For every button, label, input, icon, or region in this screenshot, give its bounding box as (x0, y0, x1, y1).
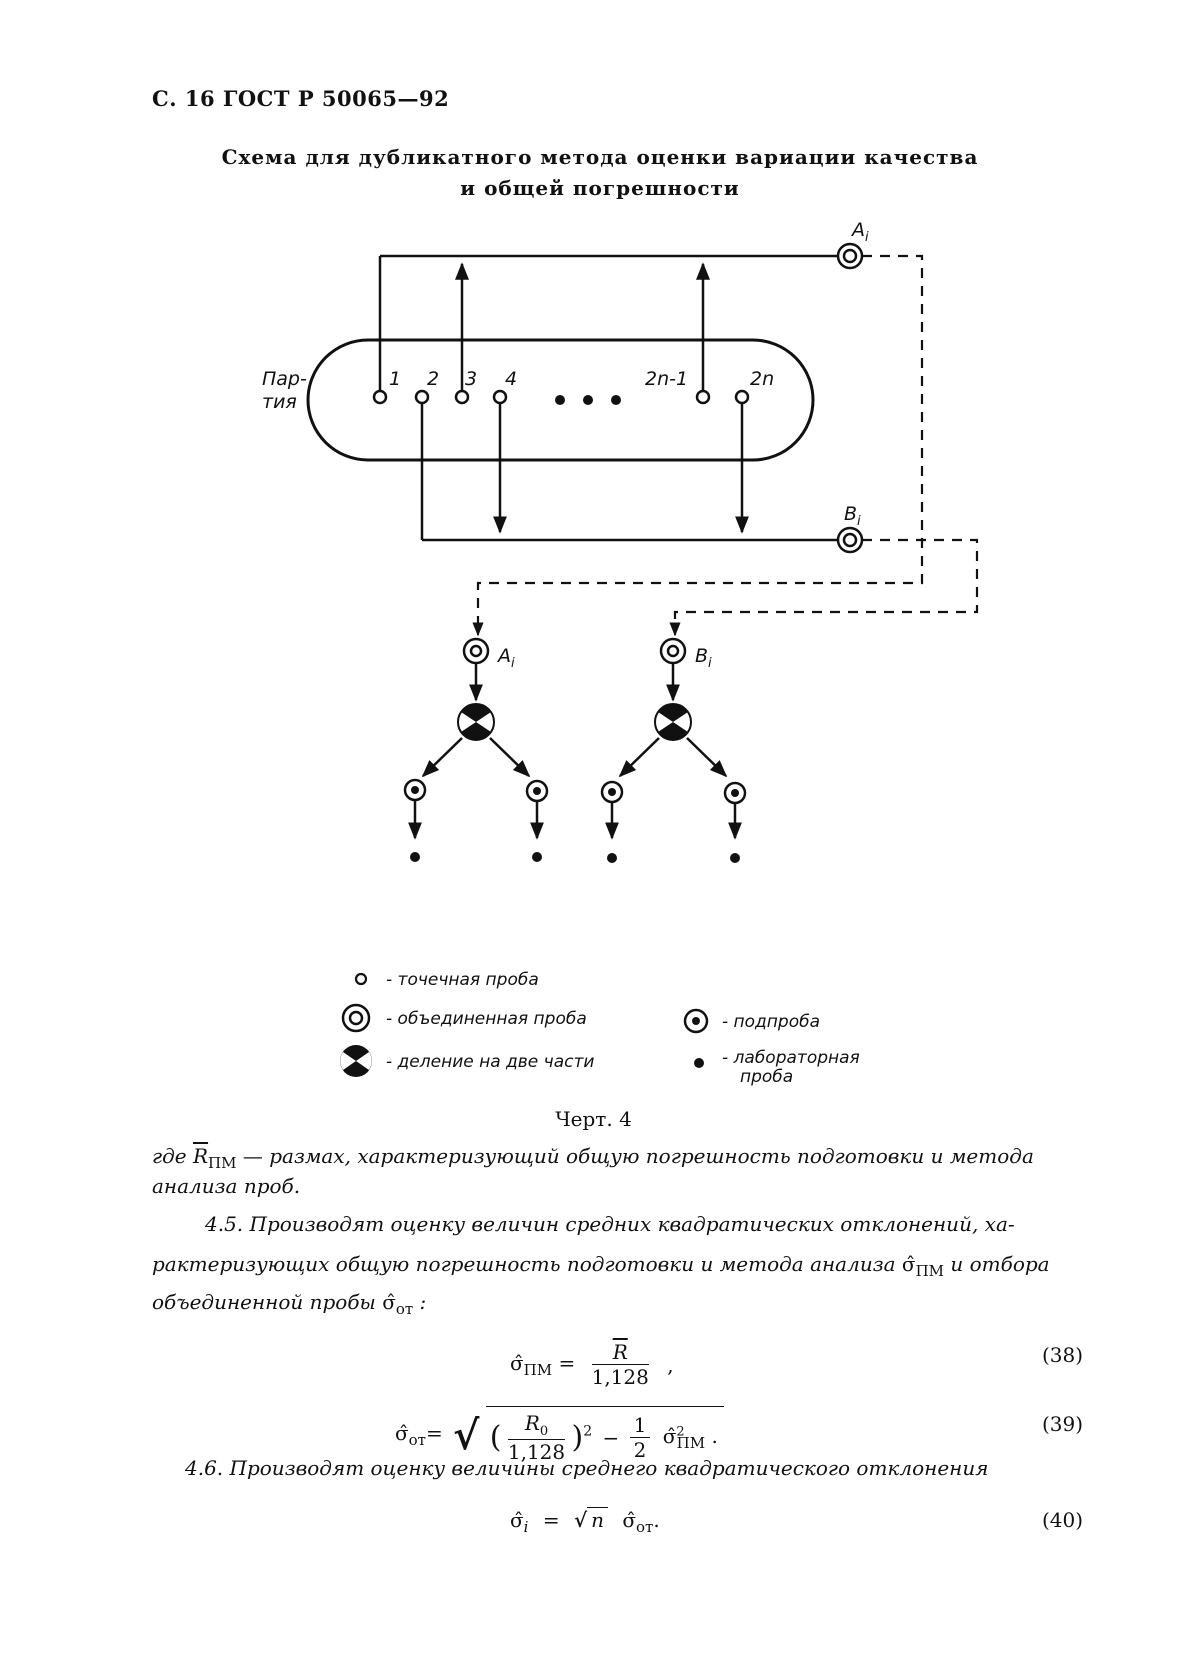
legend-lab-icon (694, 1058, 704, 1068)
figure-title-line-2: и общей погрешности (460, 176, 740, 200)
dashed-route-a (476, 254, 924, 633)
lot-outline (306, 338, 815, 462)
label-2n: 2n (750, 368, 774, 390)
legend: - точечная проба - объединенная проба - … (340, 970, 860, 1087)
composite-b-label: Bi (844, 503, 861, 529)
branch-b-composite-icon (659, 637, 687, 665)
lab-sample-b1-icon (607, 853, 617, 863)
equation-40-number: (40) (1042, 1508, 1084, 1532)
sampling-scheme-diagram: 1 2 3 4 2n-1 2n Пар- тия Ai Bi Ai (262, 219, 979, 1087)
legend-division-text: - деление на две части (386, 1052, 594, 1072)
composite-a-label: Ai (850, 219, 869, 245)
legend-division-icon (340, 1045, 372, 1077)
branch-a-composite-icon (462, 637, 490, 665)
label-4: 4 (505, 368, 517, 390)
legend-subsample-icon (683, 1008, 709, 1034)
equation-38-number: (38) (1042, 1343, 1084, 1367)
legend-increment-text: - точечная проба (386, 970, 539, 990)
legend-lab-text-2: проба (740, 1067, 793, 1087)
paragraph-composite: объединенной пробы σ̂от : (152, 1290, 427, 1318)
label-2: 2 (427, 368, 439, 390)
increment-2n-icon (734, 389, 750, 405)
equation-38: σ̂ПМ = R 1,128 , (510, 1340, 674, 1389)
increment-2n1-icon (695, 389, 711, 405)
lab-sample-a2-icon (532, 852, 542, 862)
lab-sample-b2-icon (730, 853, 740, 863)
legend-lab-text-1: - лабораторная (722, 1048, 860, 1068)
branch-a-division-icon (457, 703, 495, 741)
equation-39: σ̂от= √ ( R0 1,128 )2 − 1 2 σ̂2ПМ . (395, 1406, 724, 1464)
increment-2-icon (414, 389, 430, 405)
label-3: 3 (465, 368, 477, 390)
label-1: 1 (389, 368, 401, 390)
paragraph-where: где RПМ — размах, характеризующий общую … (152, 1144, 1034, 1172)
lab-sample-a1-icon (410, 852, 420, 862)
dashed-route-b (673, 538, 979, 633)
legend-composite-text: - объединенная проба (386, 1009, 587, 1029)
branch-b-label: Bi (695, 645, 712, 671)
increment-1-icon (372, 389, 388, 405)
equation-39-number: (39) (1042, 1412, 1084, 1436)
lot-label-line-2: тия (262, 391, 297, 413)
paragraph-4-5: 4.5. Производят оценку величин средних к… (205, 1212, 1015, 1236)
lot-label-line-1: Пар- (262, 368, 307, 390)
equation-40: σ̂i = √n σ̂от. (510, 1507, 660, 1536)
label-2n1: 2n-1 (645, 368, 688, 390)
figure-title-line-1: Схема для дубликатного метода оценки вар… (221, 145, 979, 169)
branch-a-label: Ai (496, 645, 515, 671)
branch-b-division-icon (654, 703, 692, 741)
increment-markers (372, 389, 750, 405)
paragraph-4-6: 4.6. Производят оценку величины среднего… (185, 1456, 989, 1480)
paragraph-analysis: анализа проб. (152, 1174, 301, 1198)
ellipsis-dots (555, 395, 621, 405)
legend-composite-icon (341, 1003, 371, 1033)
page-header: С. 16 ГОСТ Р 50065—92 (152, 86, 450, 111)
figure-caption: Черт. 4 (555, 1107, 632, 1131)
legend-subsample-text: - подпроба (722, 1012, 820, 1032)
composite-b-icon (836, 526, 864, 554)
legend-increment-icon (354, 972, 368, 986)
paragraph-4-5-cont: рактеризующих общую погрешность подготов… (152, 1252, 1050, 1280)
increment-4-icon (492, 389, 508, 405)
increment-3-icon (454, 389, 470, 405)
composite-a-icon (836, 242, 864, 270)
